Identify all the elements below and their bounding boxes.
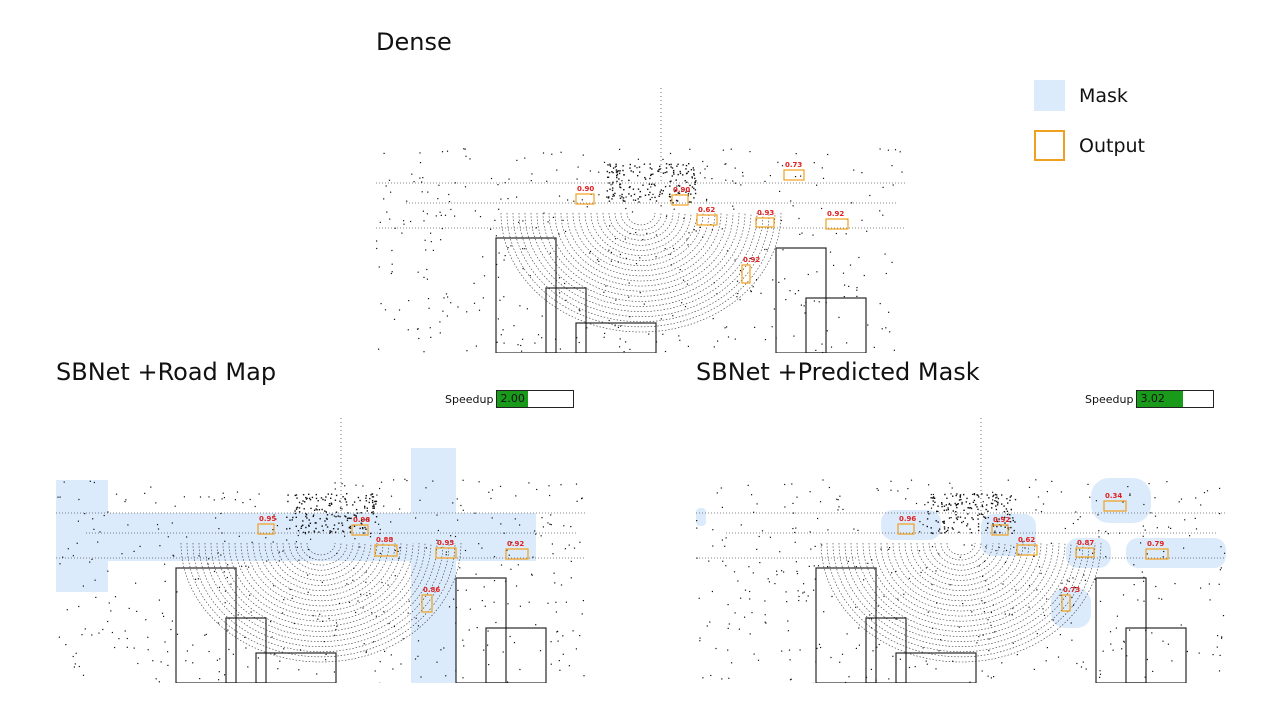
speedup-bar: 2.00 xyxy=(496,390,575,408)
detection-box xyxy=(671,194,689,206)
detection-score: 0.96 xyxy=(899,515,916,523)
detection-score: 0.93 xyxy=(757,209,774,217)
detection-box xyxy=(351,524,369,536)
legend-output-label: Output xyxy=(1079,134,1145,157)
mask-region xyxy=(56,513,536,561)
detection-box xyxy=(421,594,433,613)
lidar-scene-dense: 0.90 0.90 0.73 0.62 0.93 0.92 0.92 xyxy=(376,88,906,353)
mask-regions xyxy=(56,448,536,683)
panel-title-road-map: SBNet +Road Map xyxy=(56,358,277,386)
detection-box xyxy=(696,214,718,226)
detection-box xyxy=(897,523,915,535)
detection-box xyxy=(1016,544,1038,556)
legend-mask: Mask xyxy=(1034,80,1128,111)
detection-box xyxy=(825,218,849,230)
detection-score: 0.90 xyxy=(577,185,594,193)
point-cloud-dots xyxy=(696,479,1226,683)
mask-region xyxy=(411,448,456,683)
mask-swatch xyxy=(1034,80,1065,111)
panel-title-dense: Dense xyxy=(376,28,452,56)
detection-score: 0.88 xyxy=(376,536,393,544)
detection-box xyxy=(374,544,398,557)
detection-score: 0.92 xyxy=(827,210,844,218)
point-cloud xyxy=(56,418,586,683)
detection-box xyxy=(1061,594,1071,612)
mask-region xyxy=(696,508,706,526)
mask-region xyxy=(1051,588,1091,628)
speedup-value: 2.00 xyxy=(500,392,525,405)
detection-box xyxy=(991,524,1009,536)
lidar-scene-road-map: 0.95 0.98 0.88 0.93 0.92 0.86 xyxy=(56,418,586,683)
legend-mask-label: Mask xyxy=(1079,84,1128,107)
speedup-predicted-mask: Speedup 3.02 xyxy=(1085,390,1215,408)
detection-box xyxy=(1145,548,1169,560)
output-swatch xyxy=(1034,130,1065,161)
detection-box xyxy=(575,193,595,205)
lidar-scene-predicted-mask: 0.96 0.92 0.62 0.87 0.34 0.79 0.73 xyxy=(696,418,1226,683)
panel-title-predicted-mask: SBNet +Predicted Mask xyxy=(696,358,980,386)
detection-score: 0.86 xyxy=(423,586,440,594)
detection-box xyxy=(1103,500,1127,512)
speedup-value: 3.02 xyxy=(1140,392,1165,405)
point-cloud-dots xyxy=(57,478,585,683)
point-cloud xyxy=(696,418,1226,683)
mask-region xyxy=(881,510,941,540)
detection-score: 0.87 xyxy=(1077,539,1094,547)
mask-region xyxy=(1126,538,1226,568)
detection-score: 0.92 xyxy=(743,256,760,264)
legend-output: Output xyxy=(1034,130,1145,161)
detection-score: 0.93 xyxy=(437,539,454,547)
detection-score: 0.34 xyxy=(1105,492,1122,500)
detection-box xyxy=(435,547,457,559)
point-cloud xyxy=(376,88,906,353)
detection-box xyxy=(783,169,805,181)
detection-score: 0.62 xyxy=(698,206,715,214)
detection-score: 0.73 xyxy=(785,161,802,169)
detection-score: 0.73 xyxy=(1063,586,1080,594)
detection-score: 0.90 xyxy=(673,186,690,194)
detection-score: 0.98 xyxy=(353,516,370,524)
detection-box xyxy=(257,523,275,535)
detection-score: 0.62 xyxy=(1018,536,1035,544)
detection-box xyxy=(741,264,751,284)
point-cloud-dots xyxy=(376,148,903,353)
detection-box xyxy=(755,217,775,228)
detection-score: 0.92 xyxy=(507,540,524,548)
speedup-label: Speedup xyxy=(445,392,494,406)
speedup-bar-fill xyxy=(497,391,528,407)
detection-box xyxy=(505,548,529,560)
speedup-road-map: Speedup 2.00 xyxy=(445,390,575,408)
detection-score: 0.95 xyxy=(259,515,276,523)
detection-score: 0.79 xyxy=(1147,540,1164,548)
speedup-label: Speedup xyxy=(1085,392,1134,406)
speedup-bar: 3.02 xyxy=(1136,390,1215,408)
detection-score: 0.92 xyxy=(993,516,1010,524)
speedup-bar-fill xyxy=(1137,391,1184,407)
detection-box xyxy=(1075,547,1095,558)
